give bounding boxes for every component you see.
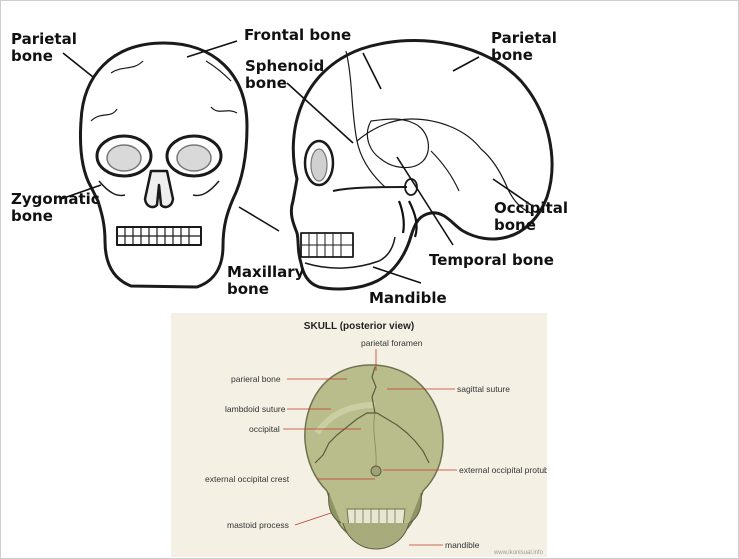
- label-lambdoid-suture: lambdoid suture: [225, 404, 286, 414]
- label-temporal-bone: Temporal bone: [429, 251, 554, 269]
- label-sphenoid-bone: Sphenoid bone: [245, 57, 330, 92]
- label-maxillary-bone: Maxillary bone: [227, 263, 310, 298]
- label-occipital: occipital: [249, 424, 280, 434]
- label-mastoid-process: mastoid process: [227, 520, 289, 530]
- label-external-occipital-protuberance: external occipital protuberance: [459, 465, 547, 475]
- label-frontal-bone: Frontal bone: [244, 26, 351, 44]
- label-occipital-bone: Occipital bone: [494, 199, 573, 234]
- label-zygomatic-bone: Zygomatic bone: [11, 190, 105, 225]
- anterior-skull-drawing: [80, 43, 247, 287]
- posterior-skull-diagram: SKULL (posterior view): [171, 313, 547, 557]
- watermark: www.ikonisual.info: [493, 550, 544, 556]
- label-parieral-bone: parieral bone: [231, 374, 281, 384]
- label-external-occipital-crest: external occipital crest: [205, 474, 290, 484]
- posterior-skull-drawing: [305, 365, 443, 549]
- label-parietal-foramen: parietal foramen: [361, 338, 423, 348]
- label-mandible-posterior: mandible: [445, 540, 480, 550]
- label-parietal-bone-right: Parietal bone: [491, 29, 562, 64]
- label-sagittal-suture: sagittal suture: [457, 384, 510, 394]
- posterior-view-panel: SKULL (posterior view): [171, 313, 547, 557]
- label-mandible: Mandible: [369, 289, 447, 307]
- anterior-lateral-skull-diagram: Parietal bone Frontal bone Zygomatic bon…: [1, 1, 738, 313]
- posterior-title: SKULL (posterior view): [304, 321, 414, 332]
